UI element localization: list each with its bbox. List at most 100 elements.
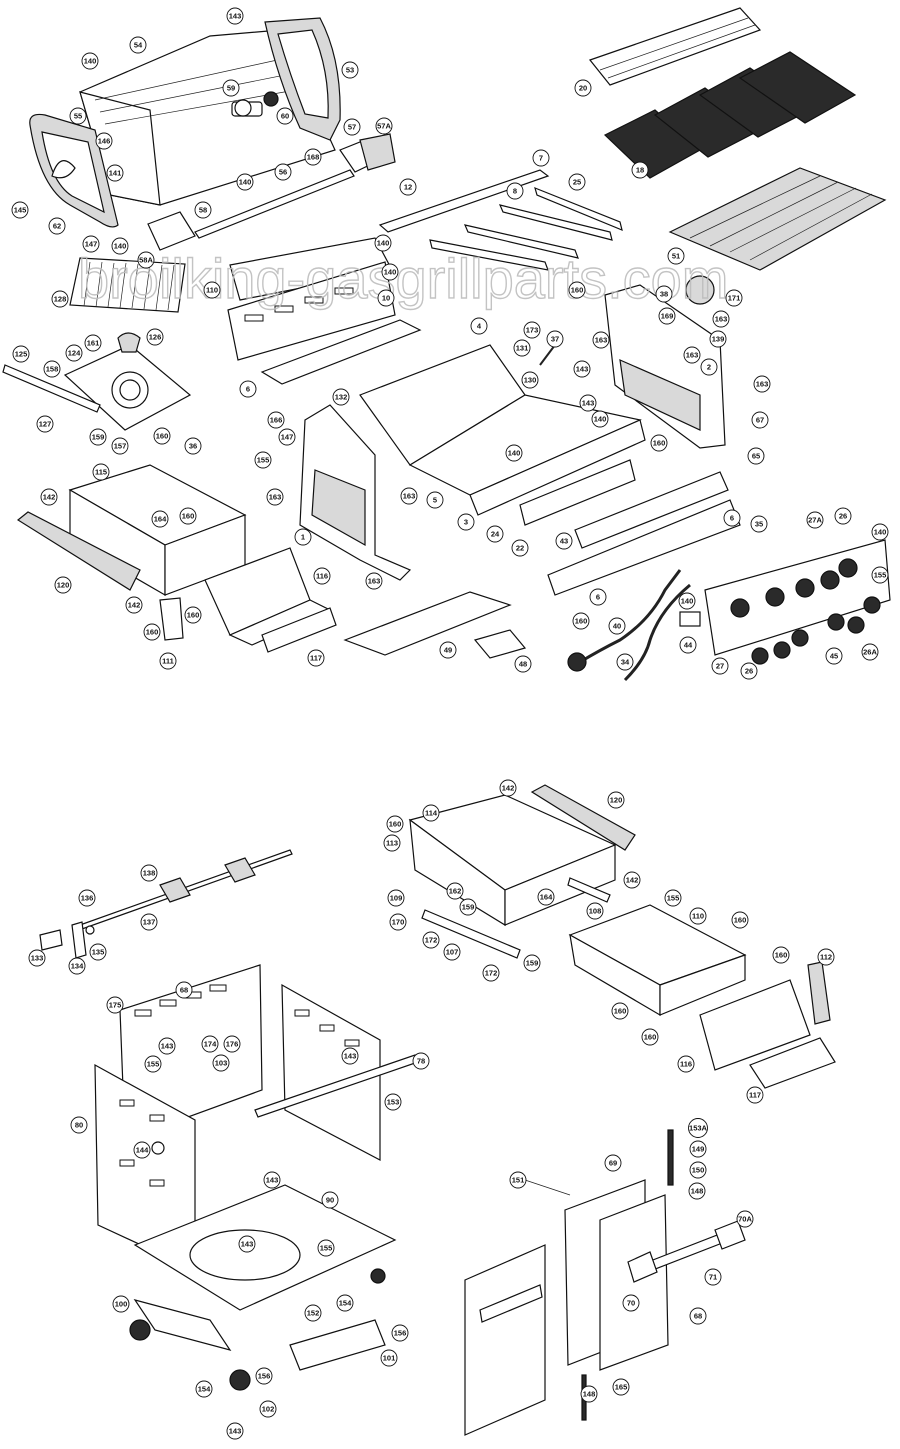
callout-number: 70A — [738, 1215, 752, 1224]
callout-ring — [70, 1116, 88, 1134]
callout-ring — [81, 52, 99, 70]
callout-ring — [317, 1239, 335, 1257]
callout-ring — [555, 532, 573, 550]
callout-number: 120 — [610, 796, 623, 805]
callout-number: 161 — [87, 339, 100, 348]
callout-ring — [623, 871, 641, 889]
callout-number: 137 — [143, 918, 156, 927]
callout-143: 143 — [579, 394, 597, 412]
callout-number: 142 — [626, 876, 639, 885]
callout-number: 151 — [512, 1176, 525, 1185]
callout-ring — [725, 289, 743, 307]
callout-number: 153 — [387, 1098, 400, 1107]
callout-3: 3 — [457, 513, 475, 531]
callout-18: 18 — [631, 161, 649, 179]
callout-number: 68 — [694, 1312, 702, 1321]
callout-number: 140 — [84, 57, 97, 66]
callout-163: 163 — [712, 310, 730, 328]
callout-ring — [579, 394, 597, 412]
callout-140: 140 — [81, 52, 99, 70]
callout-160: 160 — [641, 1028, 659, 1046]
callout-159: 159 — [459, 898, 477, 916]
callout-number: 169 — [661, 312, 674, 321]
callout-ring — [384, 1093, 402, 1111]
callout-153A: 153A — [688, 1118, 708, 1138]
callout-number: 142 — [43, 493, 56, 502]
callout-151: 151 — [509, 1171, 527, 1189]
callout-number: 110 — [206, 286, 218, 295]
callout-number: 136 — [81, 894, 94, 903]
callout-ring — [336, 1294, 354, 1312]
callout-ring — [572, 612, 590, 630]
callout-number: 133 — [31, 954, 44, 963]
callout-ring — [443, 943, 461, 961]
callout-141: 141 — [106, 164, 124, 182]
callout-67: 67 — [751, 411, 769, 429]
callout-ring — [195, 1380, 213, 1398]
callout-number: 37 — [551, 335, 559, 344]
callout-ring — [307, 649, 325, 667]
callout-116: 116 — [313, 567, 331, 585]
callout-135: 135 — [89, 943, 107, 961]
callout-6: 6 — [723, 509, 741, 527]
callout-number: 115 — [95, 468, 107, 477]
callout-number: 140 — [874, 528, 887, 537]
callout-ring — [36, 415, 54, 433]
callout-155: 155 — [254, 451, 272, 469]
callout-147: 147 — [82, 235, 100, 253]
callout-number: 143 — [229, 1427, 242, 1436]
callout-number: 132 — [335, 393, 348, 402]
callout-ring — [82, 235, 100, 253]
callout-144: 144 — [133, 1141, 151, 1159]
callout-number: 138 — [143, 869, 156, 878]
callout-number: 146 — [98, 137, 111, 146]
callout-number: 160 — [644, 1033, 657, 1042]
callout-number: 51 — [672, 252, 680, 261]
callout-number: 160 — [156, 432, 169, 441]
callout-ring — [69, 107, 87, 125]
callout-143: 143 — [573, 360, 591, 378]
callout-ring — [341, 61, 359, 79]
callout-number: 175 — [109, 1001, 122, 1010]
callout-number: 163 — [756, 380, 769, 389]
callout-number: 140 — [239, 178, 252, 187]
callout-ring — [140, 864, 158, 882]
callout-49: 49 — [439, 641, 457, 659]
callout-ring — [688, 1182, 706, 1200]
callout-ring — [532, 149, 550, 167]
callout-number: 150 — [692, 1166, 705, 1175]
callout-number: 144 — [136, 1146, 149, 1155]
callout-175: 175 — [106, 996, 124, 1014]
callout-24: 24 — [486, 525, 504, 543]
callout-36: 36 — [184, 437, 202, 455]
callout-140: 140 — [591, 410, 609, 428]
callout-58: 58 — [194, 201, 212, 219]
callout-ring — [140, 913, 158, 931]
callout-ring — [592, 331, 610, 349]
callout-ring — [106, 996, 124, 1014]
callout-ring — [537, 888, 555, 906]
callout-ring — [622, 1294, 640, 1312]
callout-number: 156 — [394, 1329, 407, 1338]
callout-ring — [412, 1052, 430, 1070]
callout-number: 160 — [653, 439, 666, 448]
callout-140: 140 — [381, 263, 399, 281]
callout-117: 117 — [307, 649, 325, 667]
callout-ring — [222, 79, 240, 97]
callout-ring — [111, 437, 129, 455]
callout-number: 154 — [198, 1385, 211, 1394]
callout-133: 133 — [28, 949, 46, 967]
callout-43: 43 — [555, 532, 573, 550]
callout-number: 1 — [301, 533, 305, 542]
callout-ring — [65, 344, 83, 362]
callout-4: 4 — [470, 317, 488, 335]
callout-number: 116 — [316, 572, 328, 581]
callout-154: 154 — [195, 1380, 213, 1398]
callout-number: 124 — [68, 349, 81, 358]
callout-number: 160 — [734, 916, 747, 925]
callout-number: 6 — [596, 593, 600, 602]
callout-ring — [341, 1047, 359, 1065]
callout-number: 5 — [433, 496, 437, 505]
callout-ring — [377, 289, 395, 307]
callout-ring — [750, 515, 768, 533]
